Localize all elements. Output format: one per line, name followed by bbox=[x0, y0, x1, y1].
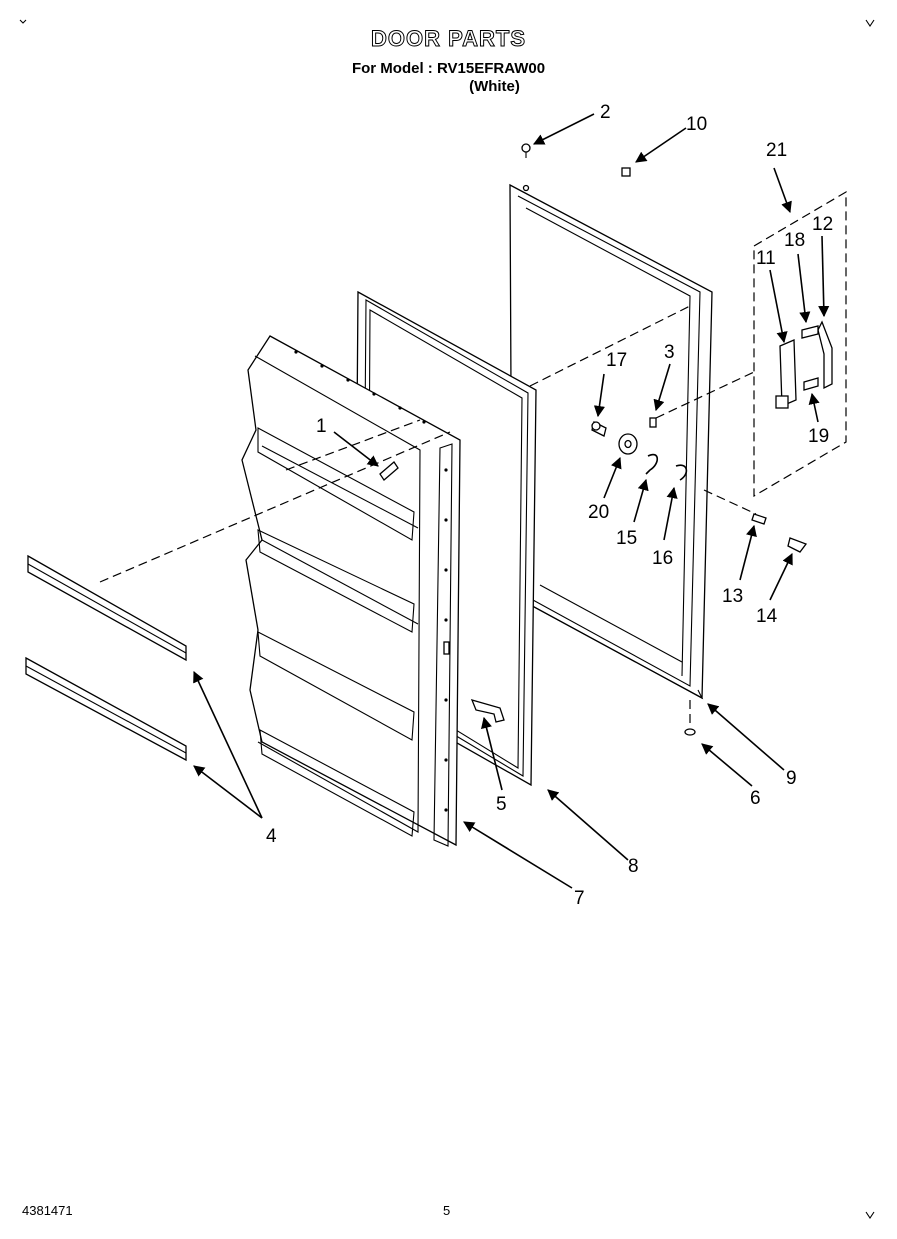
callout-10: 10 bbox=[686, 114, 707, 135]
inner-door-liner bbox=[241, 335, 461, 847]
bolt-part-17 bbox=[591, 421, 607, 437]
alignment-line-screw bbox=[285, 419, 421, 471]
alignment-line-rail bbox=[99, 431, 451, 583]
callout-4: 4 bbox=[266, 826, 277, 847]
clip-part-3 bbox=[649, 417, 657, 428]
callout-9: 9 bbox=[786, 768, 797, 789]
callout-6: 6 bbox=[750, 788, 761, 809]
screw-part-19 bbox=[803, 377, 819, 391]
callout-17: 17 bbox=[606, 350, 627, 371]
callout-19: 19 bbox=[808, 426, 829, 447]
alignment-line-hinge bbox=[655, 371, 755, 419]
spring-part-15 bbox=[645, 453, 659, 475]
color-line: (White) bbox=[469, 78, 520, 95]
clip-part-16 bbox=[675, 464, 688, 481]
callout-12: 12 bbox=[812, 214, 833, 235]
plug-part-10 bbox=[621, 167, 631, 177]
callout-2: 2 bbox=[600, 102, 611, 123]
door-rail-upper bbox=[27, 554, 187, 662]
door-rail-lower bbox=[25, 656, 187, 762]
callout-16: 16 bbox=[652, 548, 673, 569]
callout-14: 14 bbox=[756, 606, 778, 627]
corner-mark-br bbox=[865, 1211, 875, 1219]
alignment-line-pin bbox=[703, 489, 757, 515]
washer-part-20 bbox=[618, 433, 638, 455]
callout-1: 1 bbox=[316, 416, 327, 437]
alignment-line-top bbox=[529, 305, 691, 387]
washer-part-6 bbox=[684, 728, 696, 736]
outer-door-panel bbox=[509, 183, 713, 700]
callout-15: 15 bbox=[616, 528, 637, 549]
callout-20: 20 bbox=[588, 502, 609, 523]
callout-13: 13 bbox=[722, 586, 743, 607]
callout-7: 7 bbox=[574, 888, 585, 909]
corner-mark-tr bbox=[865, 19, 875, 27]
corner-mark-tl bbox=[19, 19, 27, 24]
page-number: 5 bbox=[443, 1203, 451, 1218]
callout-11: 11 bbox=[756, 248, 776, 269]
leader-arrows bbox=[193, 113, 830, 889]
pin-part-13 bbox=[751, 513, 767, 525]
page-title: DOOR PARTS bbox=[370, 26, 527, 52]
model-line: For Model : RV15EFRAW00 bbox=[351, 60, 546, 77]
callout-5: 5 bbox=[496, 794, 507, 815]
screw-part-2 bbox=[521, 143, 531, 158]
bracket-part-5 bbox=[470, 699, 505, 723]
callout-8: 8 bbox=[628, 856, 639, 877]
callout-3: 3 bbox=[664, 342, 675, 363]
hinge-part-11 bbox=[775, 339, 797, 409]
callout-18: 18 bbox=[784, 230, 805, 251]
hinge-cover-part-12 bbox=[817, 320, 833, 390]
hinge-assembly-box bbox=[753, 190, 847, 498]
screw-part-18 bbox=[801, 325, 819, 339]
callout-21: 21 bbox=[766, 140, 787, 161]
document-number: 4381471 bbox=[22, 1203, 73, 1218]
plug-part-14 bbox=[787, 537, 808, 553]
screw-part-1 bbox=[379, 461, 399, 481]
